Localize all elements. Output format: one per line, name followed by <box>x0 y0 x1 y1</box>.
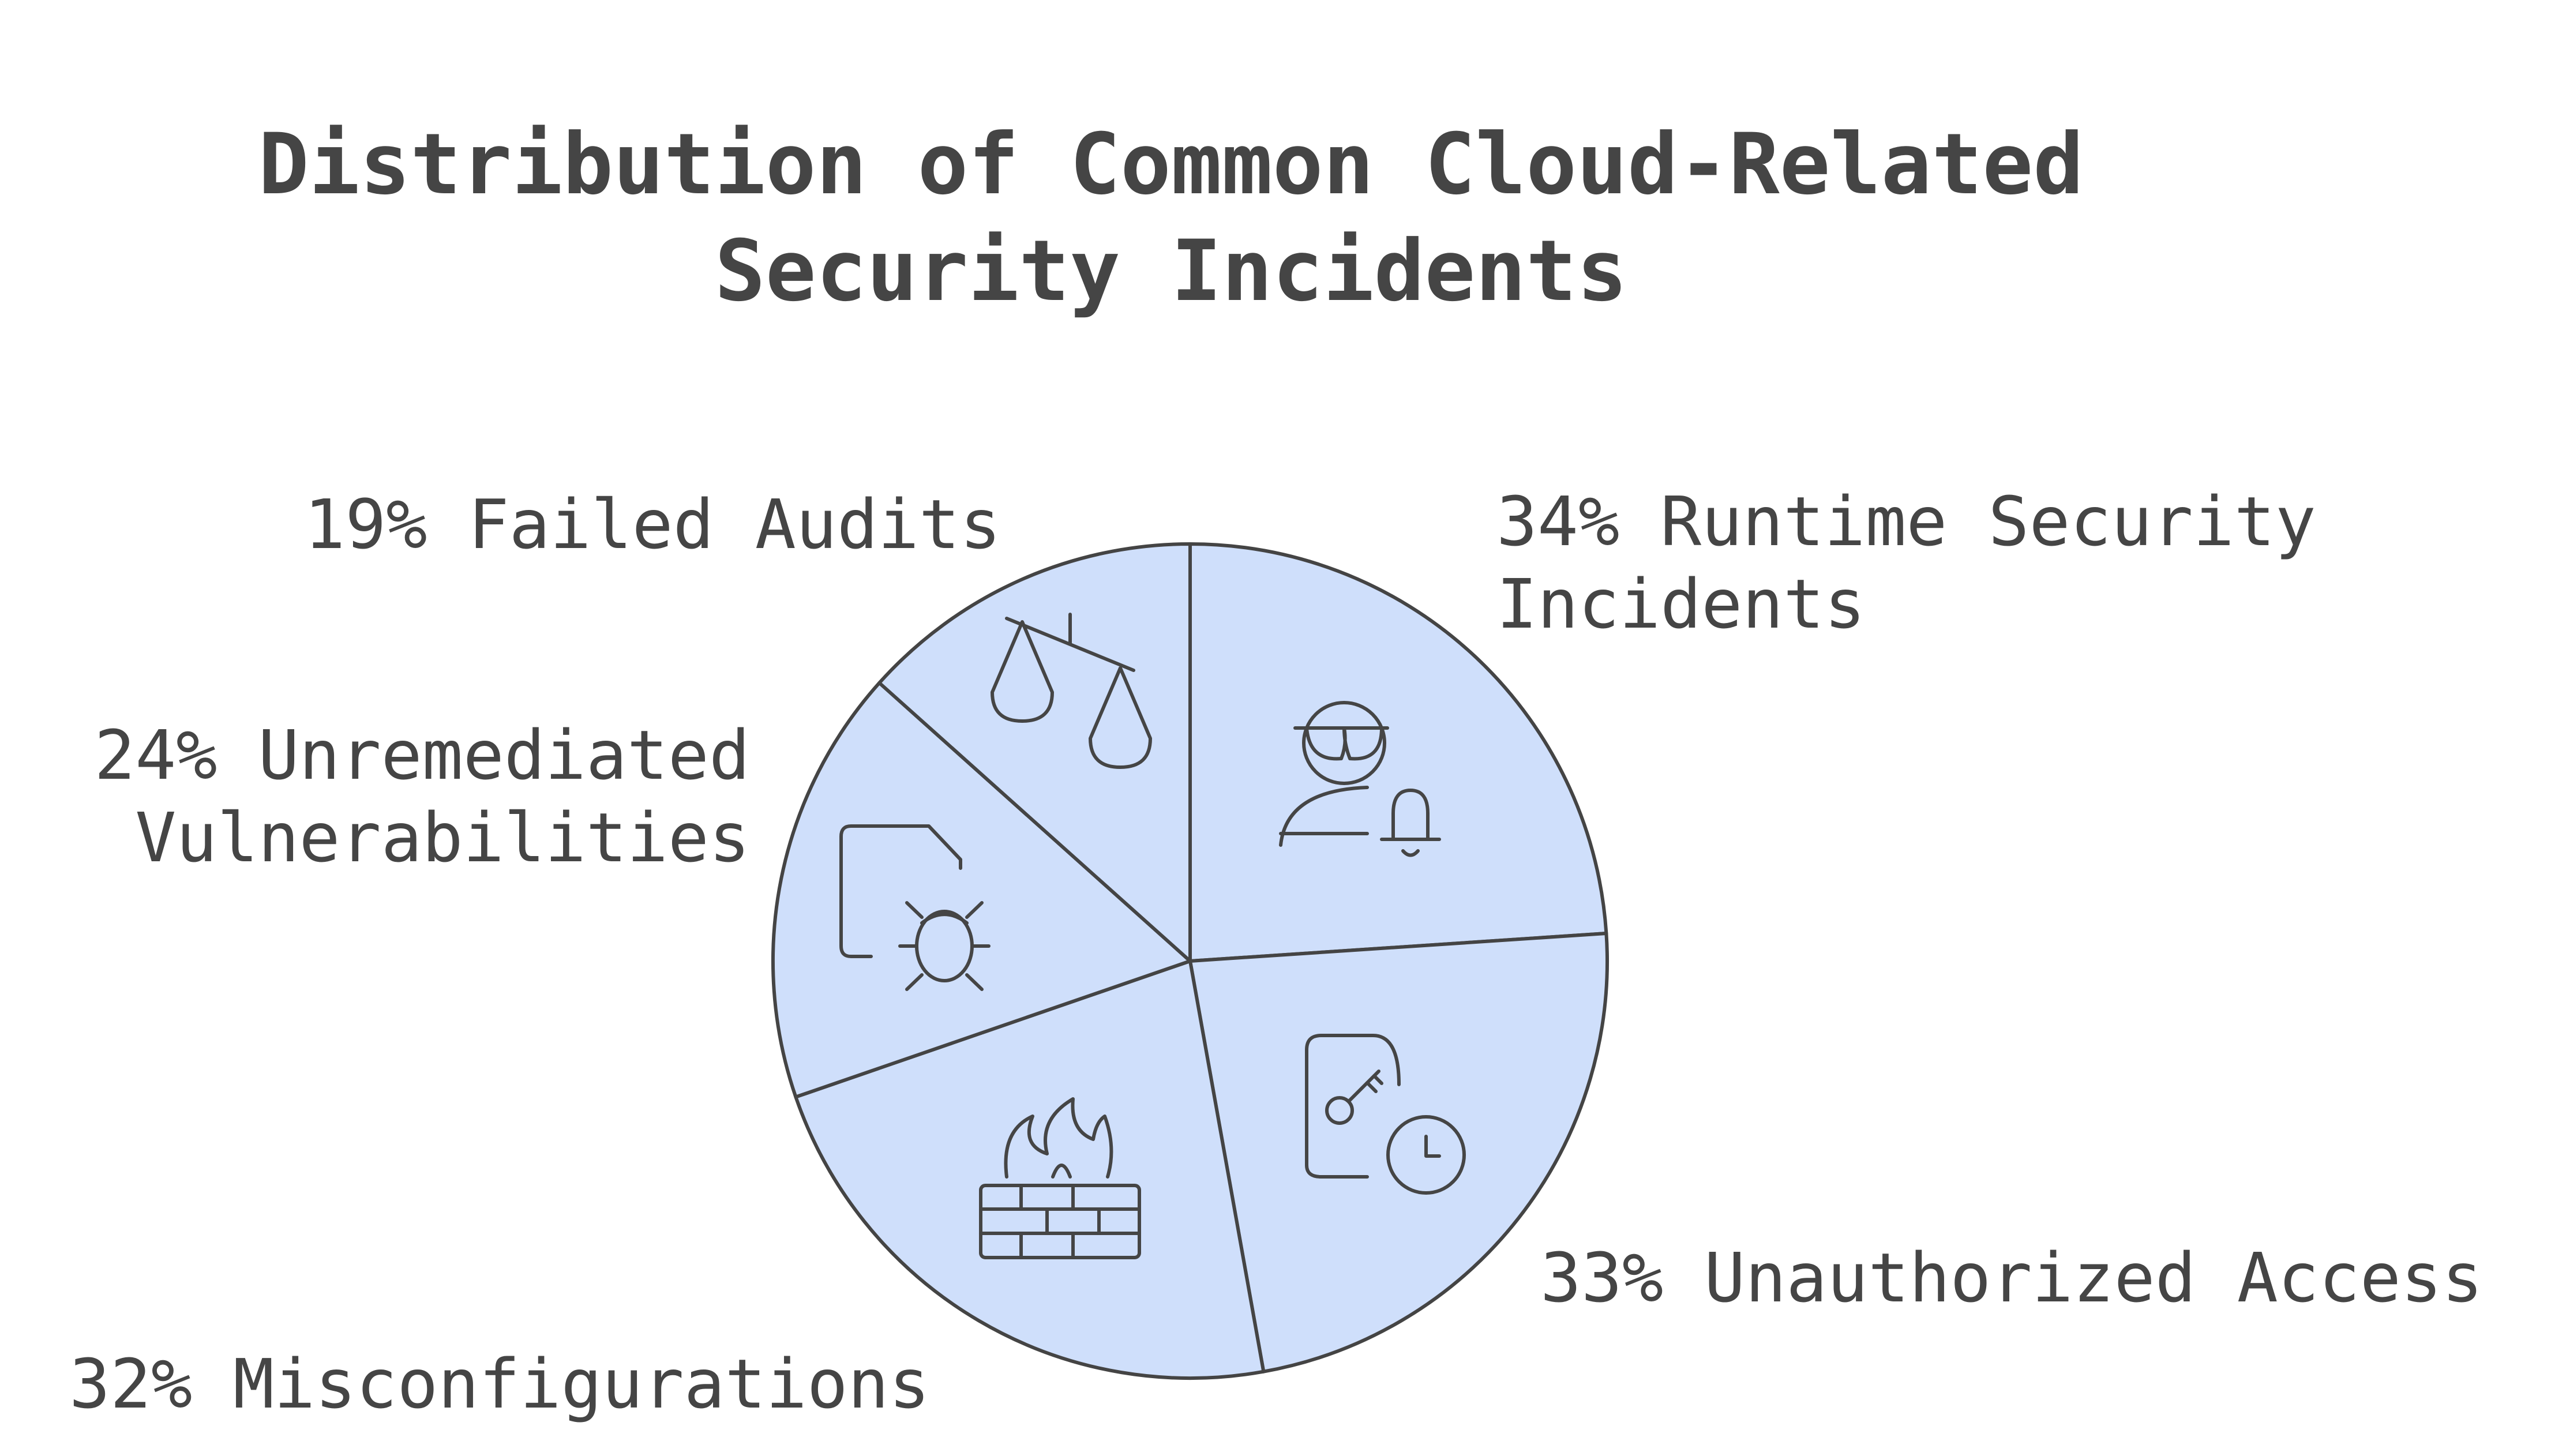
firewall-icon <box>979 1097 1141 1259</box>
pie-slices <box>771 542 1609 1380</box>
hacker-alert-icon <box>1279 701 1441 857</box>
slice-unauthorized-access <box>1188 932 1609 1374</box>
phone-key-clock-icon <box>1305 1034 1466 1195</box>
slice-unremediated-vulnerabilities <box>771 681 1192 1099</box>
scales-icon <box>991 613 1152 769</box>
label-unauthorized: 33% Unauthorized Access <box>1540 1238 2483 1318</box>
slice-labels: 34% Runtime Security Incidents 33% Unaut… <box>69 482 2483 1424</box>
label-runtime-line-1: 34% Runtime Security <box>1496 482 2316 561</box>
slice-runtime-security-incidents <box>1188 542 1608 963</box>
chart-title-line-1: Distribution of Common Cloud-Related <box>258 115 2084 213</box>
slice-misconfigurations <box>794 959 1266 1380</box>
label-vulns-line-2: Vulnerabilities <box>135 798 750 877</box>
label-runtime-line-2: Incidents <box>1496 564 1865 644</box>
chart-title-line-2: Security Incidents <box>715 222 1627 320</box>
slice-failed-audits <box>877 542 1192 963</box>
label-vulns-line-1: 24% Unremediated <box>94 715 750 795</box>
bug-file-icon <box>839 824 991 991</box>
label-audits: 19% Failed Audits <box>304 485 1001 564</box>
label-misconfig: 32% Misconfigurations <box>69 1344 930 1424</box>
